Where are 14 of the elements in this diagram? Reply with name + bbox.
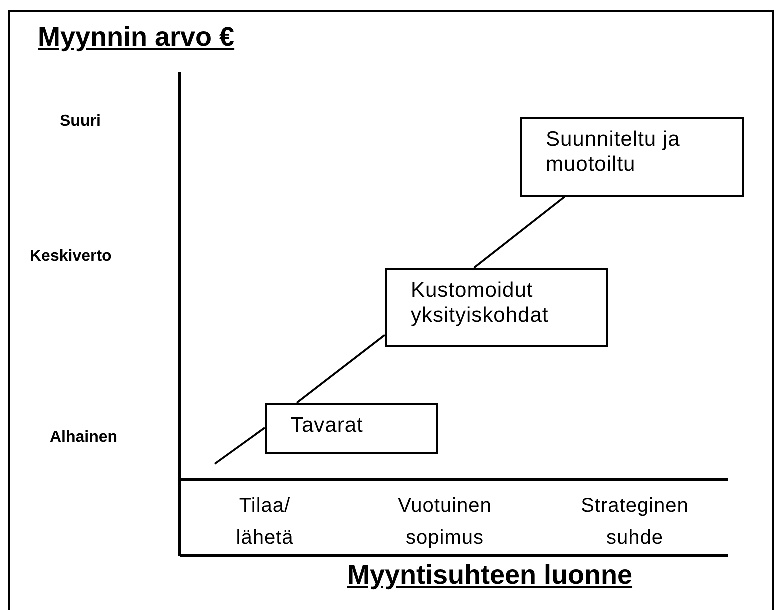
- connector-line: [214, 427, 266, 465]
- axis-category-label: Strateginen suhde: [580, 494, 690, 551]
- category-box: Kustomoidut yksityiskohdat: [385, 268, 608, 347]
- axis-category-label: Vuotuinen sopimus: [397, 494, 493, 551]
- axis-tick-label: Alhainen: [50, 429, 119, 447]
- connector-line: [474, 196, 566, 269]
- category-box: Suunniteltu ja muotoiltu: [520, 117, 744, 197]
- connector-line: [296, 334, 386, 404]
- axis-title: Myynnin arvo €: [38, 22, 236, 53]
- axis-tick-label: Keskiverto: [30, 248, 113, 266]
- axis-tick-label: Suuri: [60, 113, 102, 131]
- category-box: Tavarat: [265, 403, 438, 454]
- axis-category-label: Tilaa/ lähetä: [235, 494, 295, 551]
- axis-title: Myyntisuhteen luonne: [346, 560, 634, 591]
